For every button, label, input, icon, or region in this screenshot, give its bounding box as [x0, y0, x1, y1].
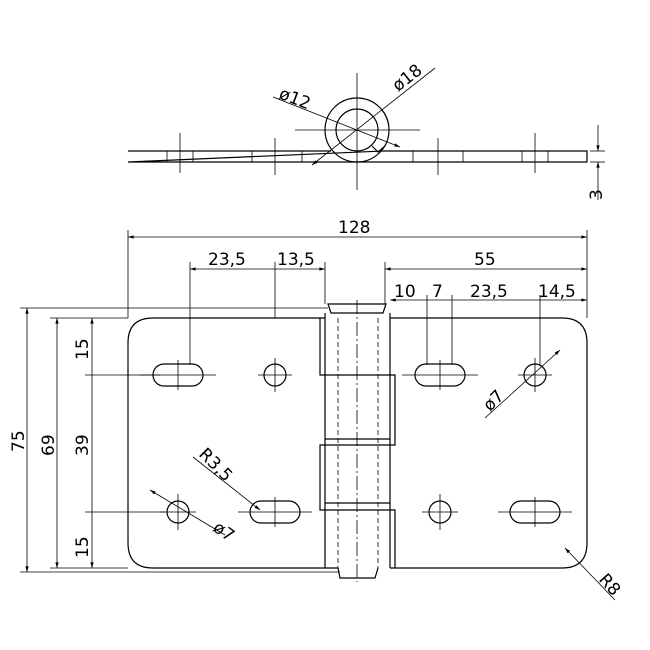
knuckle	[319, 300, 396, 582]
dim-hole-dia-right: ø7	[479, 386, 508, 415]
dim-overall-width: 128	[338, 218, 370, 238]
dim-thickness: 3	[587, 189, 607, 200]
dim-right-gap: 10	[394, 282, 416, 302]
left-leaf	[127, 317, 338, 569]
dim-slot-radius: R3,5	[194, 444, 236, 486]
dim-dia-inner: ø12	[276, 84, 313, 114]
front-view: 128 23,5 13,5 55 10 7 23,5 14,5 75 69 15…	[9, 218, 624, 601]
dim-right-slot: 7	[432, 282, 443, 302]
dim-right-edge: 14,5	[538, 282, 576, 302]
dim-left-hole-offset: 23,5	[208, 250, 246, 270]
right-leaf	[390, 317, 588, 569]
dim-dia-outer: ø18	[389, 60, 427, 95]
dim-right-span: 55	[474, 250, 496, 270]
dim-hole-dia-left: ø7	[209, 518, 238, 547]
dim-corner-radius: R8	[594, 570, 624, 600]
dim-hole-pitch-vertical: 39	[73, 434, 93, 456]
dim-left-hole-pitch: 13,5	[277, 250, 315, 270]
dim-line-dia-inner	[272, 96, 401, 148]
dim-line-dia-outer	[311, 67, 436, 166]
holes	[140, 358, 572, 530]
dim-top-edge: 15	[73, 338, 93, 360]
dim-plate-height: 69	[39, 434, 59, 456]
dim-overall-height: 75	[9, 430, 29, 452]
dim-right-pitch: 23,5	[470, 282, 508, 302]
side-view: ø12 ø18 3	[127, 60, 607, 200]
dim-bottom-edge: 15	[73, 536, 93, 558]
